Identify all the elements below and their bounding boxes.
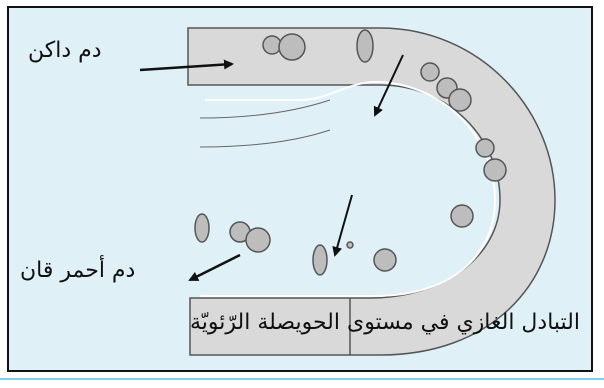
bright-red-blood-label: دم أحمر قان — [20, 258, 136, 283]
blood-cell — [373, 248, 397, 272]
dark-blood-label: دم داكن — [28, 38, 102, 63]
blood-cell — [483, 158, 507, 182]
blood-cells — [194, 29, 507, 276]
blood-cell — [312, 244, 328, 276]
diffusion-arrow-to-alveolus — [373, 54, 404, 117]
diagram-caption: التبادل الغازي في مستوى الحويصلة الرّئوي… — [189, 310, 580, 335]
bottom-divider — [0, 378, 604, 380]
blood-cell — [278, 33, 306, 61]
blood-cell — [262, 35, 282, 55]
alveolus-inner-line — [199, 99, 331, 119]
blood-cell — [450, 204, 474, 228]
dark-blood-pointer — [139, 59, 234, 72]
capillary-vessel — [187, 27, 556, 356]
diffusion-arrow-to-blood — [332, 194, 353, 257]
blood-cell — [346, 241, 354, 249]
blood-cell — [420, 62, 440, 82]
red-blood-pointer — [188, 253, 241, 282]
blood-cell — [475, 138, 495, 158]
alveolus-wall — [200, 80, 497, 297]
blood-cell — [356, 29, 374, 63]
alveolus-inner-line-lower — [199, 129, 331, 148]
blood-cell — [194, 213, 210, 243]
blood-cell — [245, 227, 271, 253]
blood-cell — [448, 88, 472, 112]
